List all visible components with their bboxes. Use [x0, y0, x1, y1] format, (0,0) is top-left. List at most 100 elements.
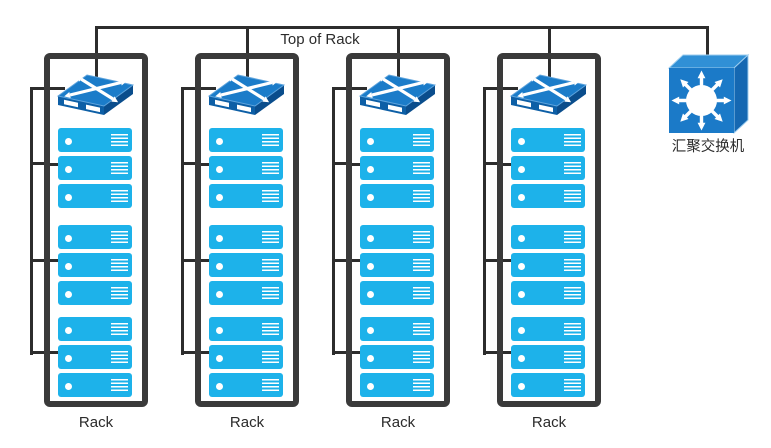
uplink-line — [246, 59, 249, 88]
power-led-icon — [518, 291, 525, 298]
vent-grille-icon — [413, 287, 430, 300]
server — [58, 128, 132, 152]
power-led-icon — [518, 355, 525, 362]
server-link-line — [50, 163, 58, 166]
rack-4-stub-b — [483, 259, 500, 262]
server-link-line — [503, 351, 511, 354]
switch-link-line — [201, 87, 216, 90]
server — [58, 184, 132, 208]
server — [511, 317, 585, 341]
server-link-line — [503, 163, 511, 166]
power-led-icon — [367, 383, 374, 390]
server — [360, 317, 434, 341]
server — [209, 281, 283, 305]
server — [511, 128, 585, 152]
rack-1-stub-c — [30, 351, 47, 354]
server — [58, 281, 132, 305]
switch-link-line — [503, 87, 518, 90]
switch-link-line — [50, 87, 65, 90]
power-led-icon — [216, 263, 223, 270]
server-link-line — [201, 351, 209, 354]
rack-frame-1 — [44, 53, 148, 407]
server — [360, 184, 434, 208]
vent-grille-icon — [564, 287, 581, 300]
vent-grille-icon — [564, 379, 581, 392]
rack-3-stub-b — [332, 259, 349, 262]
server — [209, 345, 283, 369]
server — [58, 317, 132, 341]
top-of-rack-switch-icon — [509, 74, 587, 115]
top-of-rack-label: Top of Rack — [280, 31, 360, 48]
server — [360, 253, 434, 277]
power-led-icon — [65, 327, 72, 334]
vent-grille-icon — [564, 323, 581, 336]
vent-grille-icon — [413, 351, 430, 364]
server — [360, 156, 434, 180]
crossing-arrows — [64, 75, 127, 103]
server — [511, 156, 585, 180]
server-link-line — [50, 351, 58, 354]
power-led-icon — [367, 355, 374, 362]
power-led-icon — [518, 263, 525, 270]
vent-grille-icon — [564, 259, 581, 272]
server-link-line — [352, 163, 360, 166]
vent-grille-icon — [262, 351, 279, 364]
vent-grille-icon — [111, 287, 128, 300]
server — [360, 128, 434, 152]
server-link-line — [201, 259, 209, 262]
vent-grille-icon — [262, 134, 279, 147]
top-of-rack-switch-icon — [56, 74, 134, 115]
rack-4-stub-switch — [483, 87, 500, 90]
rack-2-stub-a — [181, 162, 198, 165]
vent-grille-icon — [111, 190, 128, 203]
vent-grille-icon — [111, 351, 128, 364]
server — [58, 225, 132, 249]
vent-grille-icon — [111, 323, 128, 336]
server-link-line — [201, 163, 209, 166]
aggregation-switch-icon — [667, 53, 750, 135]
vent-grille-icon — [413, 190, 430, 203]
vent-grille-icon — [111, 162, 128, 175]
rack-label-2: Rack — [229, 414, 265, 431]
crossing-arrows — [517, 75, 580, 103]
vent-grille-icon — [413, 231, 430, 244]
server-link-line — [352, 351, 360, 354]
vent-grille-icon — [111, 259, 128, 272]
power-led-icon — [367, 194, 374, 201]
uplink-line — [397, 59, 400, 88]
power-led-icon — [367, 291, 374, 298]
rack-4-stub-c — [483, 351, 500, 354]
top-of-rack-switch-icon — [207, 74, 285, 115]
server — [360, 281, 434, 305]
rack-frame-3 — [346, 53, 450, 407]
rack-2-stub-c — [181, 351, 198, 354]
rack-label-4: Rack — [531, 414, 567, 431]
server — [511, 281, 585, 305]
vent-grille-icon — [413, 162, 430, 175]
power-led-icon — [367, 138, 374, 145]
power-led-icon — [65, 166, 72, 173]
vent-grille-icon — [262, 190, 279, 203]
rack-4-connector-trunk — [483, 87, 486, 355]
bus-drop-rack-3 — [397, 26, 400, 60]
power-led-icon — [65, 235, 72, 242]
rack-label-3: Rack — [380, 414, 416, 431]
server-link-line — [352, 259, 360, 262]
server — [58, 253, 132, 277]
power-led-icon — [518, 138, 525, 145]
server-link-line — [50, 259, 58, 262]
power-led-icon — [65, 263, 72, 270]
server — [511, 345, 585, 369]
power-led-icon — [216, 235, 223, 242]
vent-grille-icon — [262, 323, 279, 336]
rack-3-stub-switch — [332, 87, 349, 90]
bus-drop-rack-4 — [548, 26, 551, 60]
vent-grille-icon — [262, 259, 279, 272]
power-led-icon — [216, 355, 223, 362]
power-led-icon — [367, 263, 374, 270]
aggregation-switch-label: 汇聚交换机 — [671, 139, 745, 155]
server — [209, 317, 283, 341]
power-led-icon — [367, 235, 374, 242]
vent-grille-icon — [262, 162, 279, 175]
rack-4-stub-a — [483, 162, 500, 165]
